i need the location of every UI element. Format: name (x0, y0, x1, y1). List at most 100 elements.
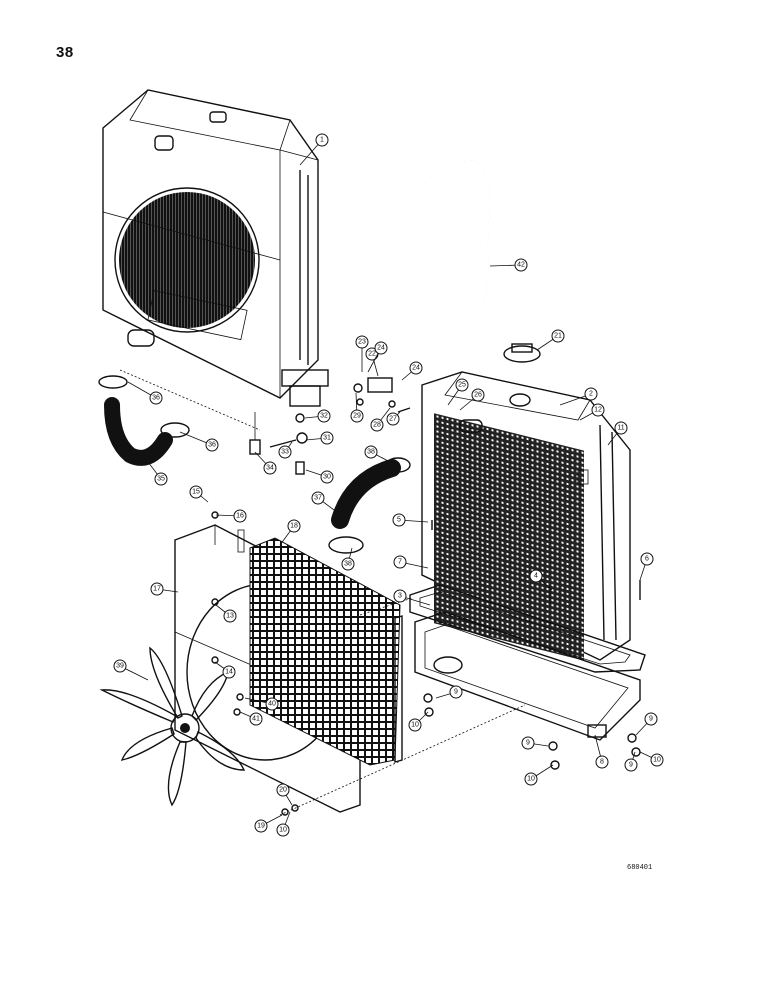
radiator-cap (503, 343, 541, 363)
callout-circle (276, 823, 290, 837)
callout-25: 25 (447, 378, 469, 406)
page-number: 38 (56, 44, 74, 61)
callout-label: 40 (268, 701, 276, 708)
callout-10: 10 (639, 751, 664, 767)
callout-label: 38 (344, 561, 352, 568)
callout-20: 20 (276, 783, 293, 806)
callout-circle (350, 409, 364, 423)
fan-blade-assembly (99, 646, 246, 807)
callout-circle (278, 445, 292, 459)
callout-circle (514, 258, 528, 272)
callout-label: 15 (192, 489, 200, 496)
callout-label: 18 (290, 523, 298, 530)
callout-12: 12 (579, 403, 605, 421)
callout-label: 31 (323, 435, 331, 442)
lower-hose (98, 375, 190, 466)
callout-circle (392, 513, 406, 527)
callout-circle (364, 445, 378, 459)
gasket (409, 584, 646, 673)
callout-label: 24 (377, 345, 385, 352)
callout-24: 24 (401, 361, 423, 381)
callout-circle (223, 609, 237, 623)
callout-2: 2 (559, 387, 598, 406)
callout-circle (644, 712, 658, 726)
callout-circle (265, 697, 279, 711)
callout-circle (113, 659, 127, 673)
callout-13: 13 (215, 604, 237, 623)
callout-30: 30 (305, 469, 334, 484)
callout-circle (315, 133, 329, 147)
callout-14: 14 (214, 661, 236, 679)
callout-28: 28 (370, 407, 391, 432)
callout-label: 34 (266, 465, 274, 472)
callout-label: 20 (279, 787, 287, 794)
callout-circle (449, 685, 463, 699)
callout-circle (154, 472, 168, 486)
callout-circle (249, 712, 263, 726)
callout-circle (386, 412, 400, 426)
callout-41: 41 (239, 711, 263, 726)
callout-label: 7 (398, 559, 402, 566)
callout-label: 41 (252, 716, 260, 723)
callout-circle (650, 753, 664, 767)
callout-label: 9 (526, 740, 530, 747)
callout-9: 9 (521, 736, 549, 750)
callout-circle (341, 557, 355, 571)
callout-label: 9 (454, 689, 458, 696)
callout-circle (311, 491, 325, 505)
callout-32: 32 (304, 409, 331, 423)
filler-neck-icon (209, 111, 227, 123)
callout-circle (551, 329, 565, 343)
callout-label: 6 (645, 556, 649, 563)
fan-belt (410, 158, 492, 308)
callout-circle (189, 485, 203, 499)
callout-label: 19 (257, 823, 265, 830)
callout-circle (624, 758, 638, 772)
callout-label: 9 (649, 716, 653, 723)
callout-21: 21 (536, 329, 565, 351)
callout-11: 11 (607, 421, 628, 446)
callout-label: 9 (629, 762, 633, 769)
callout-circle (409, 361, 423, 375)
callout-19: 19 (254, 814, 283, 833)
callout-38: 38 (341, 547, 355, 571)
callout-label: 11 (617, 425, 624, 432)
callout-23: 23 (355, 335, 369, 372)
radiator-assembly-front (102, 89, 329, 407)
callout-bubbles: 1234567899991010101011121314151617181920… (113, 133, 664, 837)
callout-label: 10 (653, 757, 661, 764)
callout-26: 26 (459, 388, 485, 411)
callout-circle (524, 772, 538, 786)
drain-hardware (249, 377, 411, 475)
callout-circle (222, 665, 236, 679)
callout-circle (640, 552, 654, 566)
callout-36: 36 (179, 431, 219, 452)
callout-15: 15 (189, 485, 209, 503)
callout-label: 28 (373, 422, 381, 429)
callout-circle (276, 783, 290, 797)
callout-label: 10 (411, 722, 419, 729)
callout-18: 18 (279, 519, 301, 546)
callout-label: 26 (474, 392, 482, 399)
callout-9: 9 (635, 712, 658, 736)
callout-10: 10 (276, 811, 291, 837)
callout-33: 33 (278, 441, 293, 459)
callout-17: 17 (150, 582, 179, 596)
callout-circle (370, 418, 384, 432)
callout-label: 24 (412, 365, 420, 372)
callout-label: 16 (236, 513, 244, 520)
callout-circle (374, 341, 388, 355)
callout-10: 10 (524, 764, 554, 786)
callout-5: 5 (392, 513, 429, 527)
callout-label: 23 (358, 339, 366, 346)
callout-4: 4 (529, 569, 553, 591)
radiator-screen (249, 537, 403, 766)
callout-circle (595, 755, 609, 769)
callout-circle (393, 589, 407, 603)
callout-label: 12 (594, 407, 602, 414)
callout-label: 8 (600, 759, 604, 766)
callout-10: 10 (408, 711, 429, 732)
callout-label: 39 (116, 663, 124, 670)
callout-circle (287, 519, 301, 533)
